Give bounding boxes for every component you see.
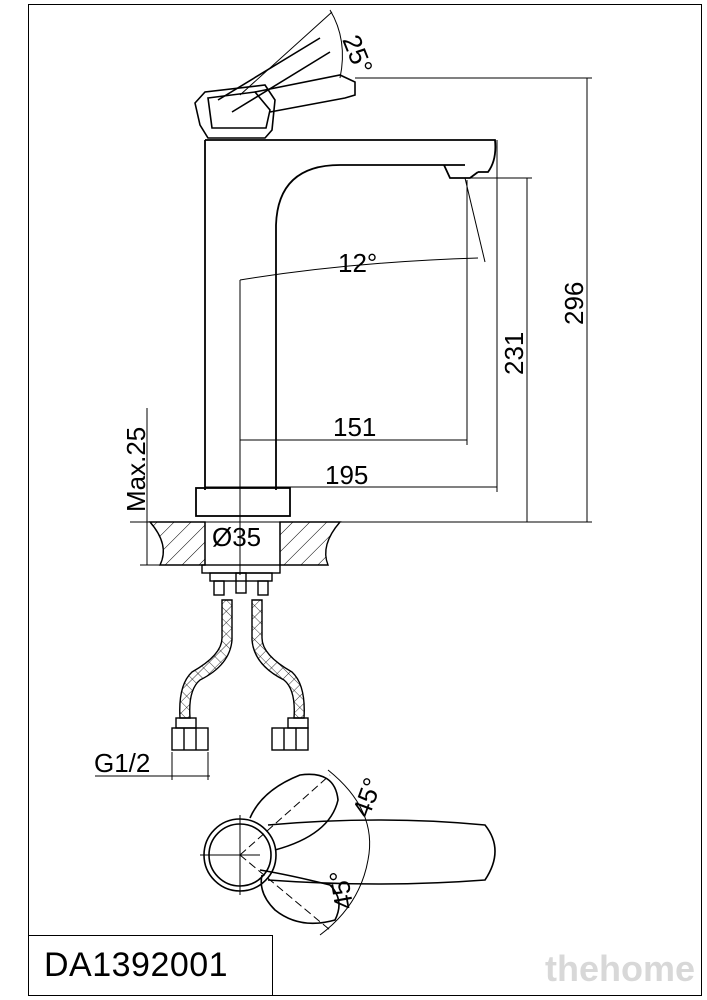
mounting-nut: [201, 564, 281, 596]
model-code: DA1392001: [44, 946, 229, 984]
countertop-section: [148, 521, 342, 566]
rotation-arc-bottom: [319, 859, 369, 936]
lever-angle-arc: [329, 9, 343, 79]
connection-label: G1/2: [94, 748, 150, 778]
height-296-label: 296: [559, 282, 589, 325]
lever-handle: [194, 37, 356, 139]
spout-angle-line: [464, 177, 486, 263]
lever-angle-line: [239, 11, 333, 96]
title-block: [28, 935, 273, 996]
watermark: thehome: [545, 948, 696, 989]
base-diameter-label: Ø35: [212, 522, 261, 552]
flex-hoses: [179, 599, 305, 719]
spout-angle-arc: [239, 257, 479, 281]
lever-angle-label: 25°: [336, 30, 379, 78]
rotation-arc-top: [327, 769, 371, 861]
height-231-label: 231: [499, 332, 529, 375]
rotation-top-label: 45°: [346, 774, 388, 821]
rotation-bottom-label: 45°: [323, 868, 359, 912]
spout-angle-label: 12°: [338, 248, 377, 278]
drawing-frame: [28, 4, 702, 996]
reach-151-label: 151: [333, 412, 376, 442]
faucet-body: [195, 139, 497, 517]
hose-connectors: [171, 717, 309, 751]
reach-195-label: 195: [325, 460, 368, 490]
max25-label: Max.25: [121, 427, 151, 512]
